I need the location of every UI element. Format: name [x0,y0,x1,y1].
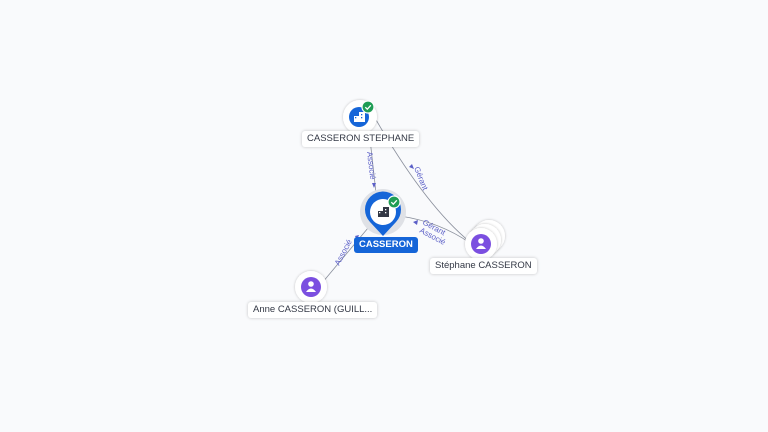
node-label-person-anne[interactable]: Anne CASSERON (GUILL... [248,302,378,318]
person-icon [306,281,316,292]
verified-badge-icon [387,195,401,209]
arrow-marker [409,164,414,169]
building-icon [354,112,365,122]
edge-person-stephane-to-main[interactable] [399,215,471,244]
edge-label-associe-3: Associé [333,237,354,266]
verified-badge-icon [361,100,375,114]
node-label-main-company[interactable]: CASSERON [354,237,418,253]
person-icon [476,238,486,249]
node-person-anne[interactable] [295,271,327,303]
arrow-marker [372,183,376,188]
node-main-company[interactable] [360,189,406,236]
node-person-stephane[interactable] [465,220,505,260]
node-company-stephane[interactable] [343,100,377,134]
node-label-person-stephane[interactable]: Stéphane CASSERON [430,258,537,274]
node-label-company-stephane[interactable]: CASSERON STEPHANE [302,131,420,147]
building-icon [378,207,389,217]
arrow-marker [413,220,418,225]
edge-label-gerant-1: Gérant [412,165,430,192]
edge-label-associe-1: Associé [365,151,377,180]
